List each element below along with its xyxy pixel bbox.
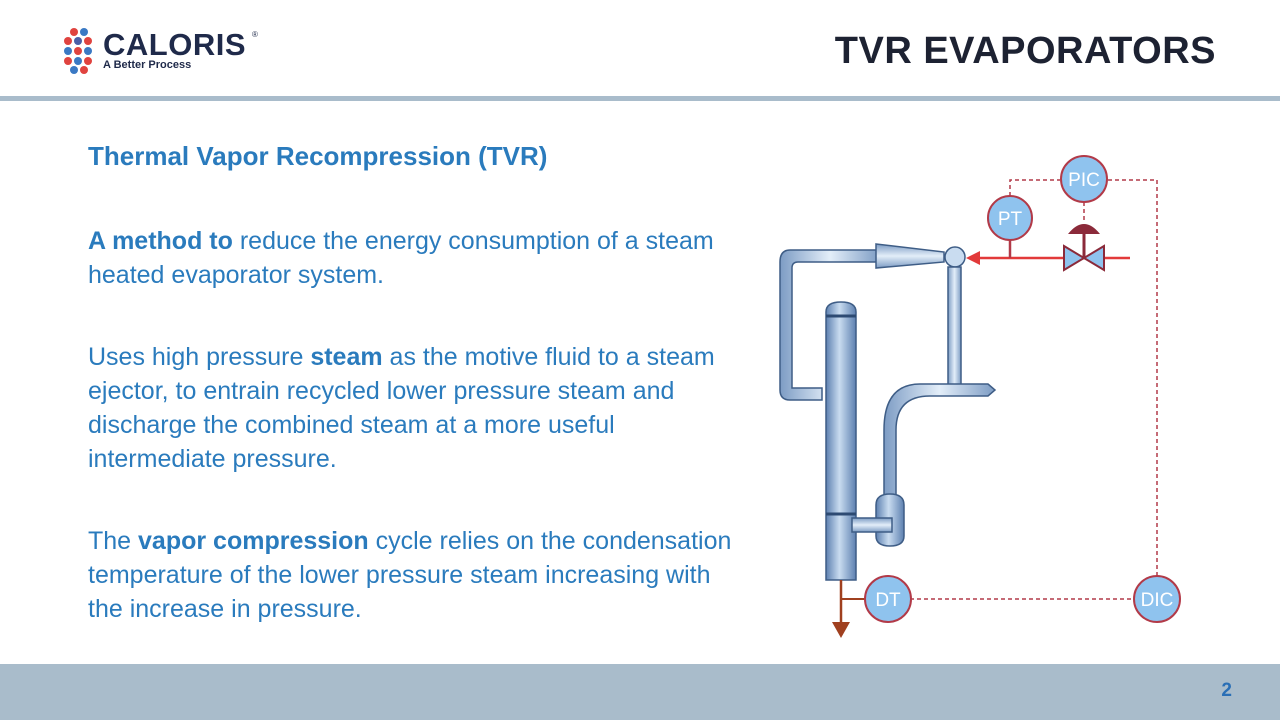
signal-line-pic-dic: [1108, 179, 1158, 576]
paragraph-cycle-post: cycle relies on the condensation tempera…: [88, 526, 732, 623]
footer-bar: 2: [0, 664, 1280, 720]
paragraph-steam-post: as the motive fluid to a steam ejector, …: [88, 342, 715, 473]
page-number: 2: [1221, 680, 1232, 701]
instrument-pic: PIC: [1060, 155, 1108, 203]
evaporator-vessel: [825, 301, 857, 581]
paragraph-cycle-pre: The: [88, 526, 139, 555]
paragraph-steam: Uses high pressure steam as the motive f…: [88, 340, 748, 476]
caloris-logo: CALORIS ® A Better Process: [62, 26, 262, 76]
paragraph-cycle-bold: vapor compression: [138, 526, 369, 555]
subheading: Thermal Vapor Recompression (TVR): [88, 141, 548, 171]
brand-tagline: A Better Process: [103, 59, 192, 71]
paragraph-steam-pre: Uses high pressure: [88, 342, 311, 371]
instrument-dic-label: DIC: [1141, 590, 1174, 611]
instrument-pt: PT: [987, 195, 1033, 241]
instrument-pt-label: PT: [998, 209, 1023, 230]
paragraph-method-text: reduce the energy consumption of a steam…: [88, 226, 714, 289]
instrument-dic: DIC: [1133, 575, 1181, 623]
paragraph-cycle: The vapor compression cycle relies on th…: [88, 524, 748, 626]
caloris-logo-mark-icon: [64, 28, 92, 74]
brand-registered-mark: ®: [252, 30, 258, 39]
separator-vessel: [851, 493, 905, 547]
header-divider: [0, 96, 1280, 101]
vapor-return-pipe: [779, 249, 881, 401]
brand-name: CALORIS: [103, 27, 246, 62]
steam-ejector: [875, 243, 966, 269]
instrument-dt: DT: [864, 575, 912, 623]
motive-steam-line: [966, 240, 1130, 265]
discharge-pipe: [883, 266, 997, 501]
slide-title: TVR EVAPORATORS: [834, 30, 1216, 72]
instrument-dt-label: DT: [875, 590, 901, 611]
control-valve-icon: [1063, 224, 1105, 272]
paragraph-steam-bold: steam: [310, 342, 383, 371]
product-outlet-line: [832, 580, 866, 638]
tvr-process-diagram: PIC PT DT DIC: [779, 155, 1181, 638]
paragraph-method-bold: A method to: [88, 226, 233, 255]
signal-line-pt-pic: [1009, 179, 1060, 196]
instrument-pic-label: PIC: [1068, 170, 1100, 191]
slide-body: Thermal Vapor Recompression (TVR) A meth…: [88, 140, 748, 674]
paragraph-method: A method to reduce the energy consumptio…: [88, 224, 748, 292]
signal-lines: [910, 179, 1158, 600]
